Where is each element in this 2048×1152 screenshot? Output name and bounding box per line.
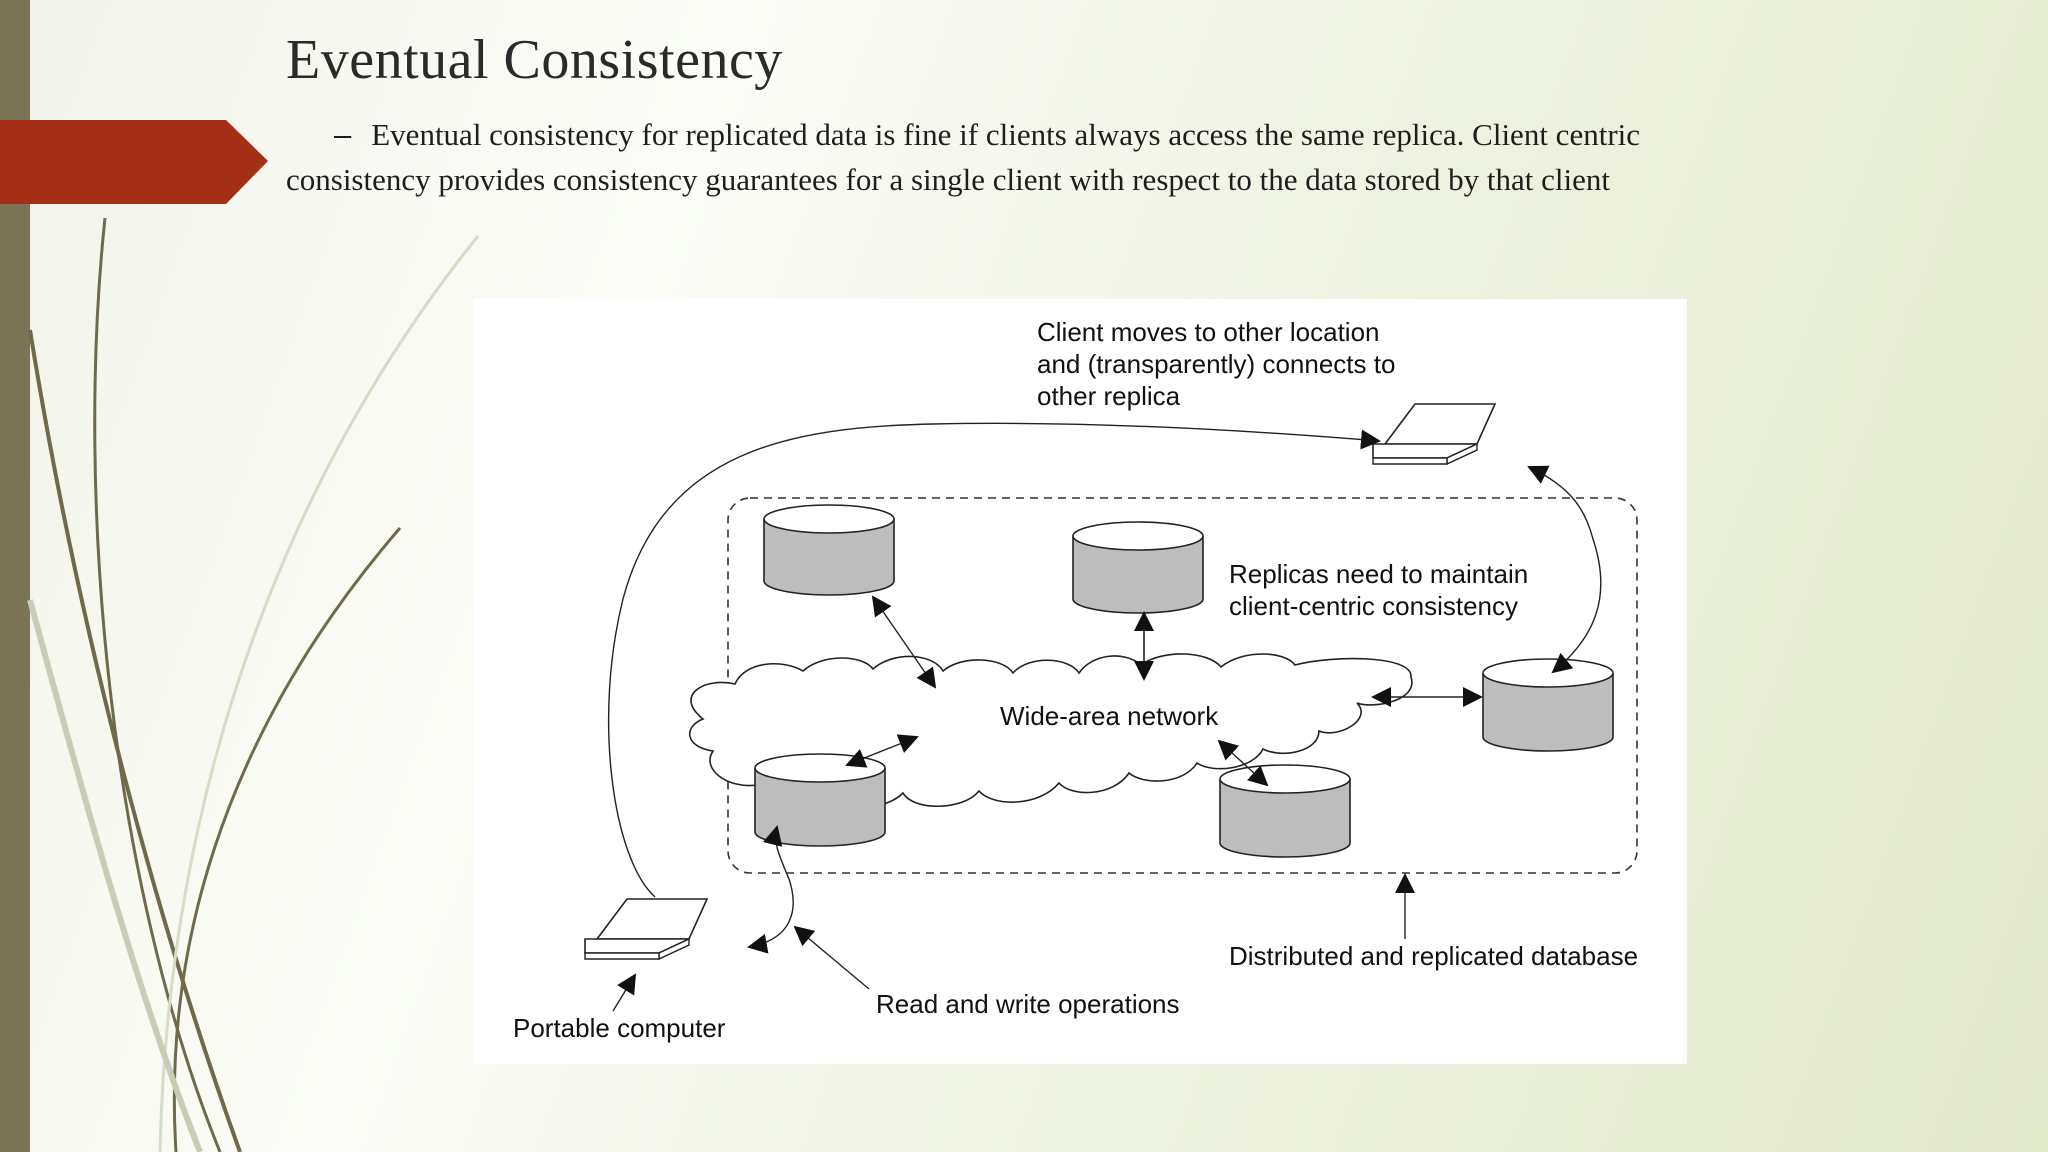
pointer-read-write <box>793 925 870 990</box>
slide-body: –Eventual consistency for replicated dat… <box>286 112 1786 202</box>
link-bottom-left <box>845 734 919 768</box>
laptop-replica-link <box>747 825 794 954</box>
label-database: Distributed and replicated database <box>1229 941 1639 971</box>
swoosh-line-1 <box>28 329 242 1152</box>
swoosh-line-3 <box>172 527 402 1152</box>
accent-ribbon <box>0 120 268 204</box>
diagram-graphics <box>584 403 1638 1012</box>
body-text: Eventual consistency for replicated data… <box>286 117 1641 197</box>
laptop-icon-bottom <box>584 898 709 961</box>
link-top-left <box>871 595 937 689</box>
laptop-icon-top <box>1372 403 1497 466</box>
label-replicas-2: client-centric consistency <box>1229 591 1518 621</box>
consistency-diagram: Client moves to other location and (tran… <box>473 299 1687 1064</box>
slide-title: Eventual Consistency <box>286 29 783 91</box>
label-client-moves-3: other replica <box>1037 381 1181 411</box>
label-portable: Portable computer <box>513 1013 726 1043</box>
label-read-write: Read and write operations <box>876 989 1180 1019</box>
replica-bottom-center <box>1219 764 1351 858</box>
bullet-marker: – <box>334 117 352 152</box>
replica-bottom-left <box>754 753 886 847</box>
replica-top-center <box>1072 521 1204 614</box>
swoosh-line-5 <box>27 599 203 1152</box>
replica-right <box>1482 658 1614 752</box>
swoosh-line-4 <box>158 235 480 1152</box>
replica-laptop-link <box>1527 465 1602 674</box>
pointer-portable <box>612 973 637 1012</box>
label-client-moves-2: and (transparently) connects to <box>1037 349 1396 379</box>
client-move-arrow <box>607 422 1381 898</box>
label-replicas-1: Replicas need to maintain <box>1229 559 1529 589</box>
label-network: Wide-area network <box>1000 701 1219 731</box>
swoosh-line-2 <box>93 217 222 1152</box>
replica-top-left <box>763 504 895 596</box>
label-client-moves-1: Client moves to other location <box>1037 317 1380 347</box>
link-bottom-center <box>1217 739 1269 787</box>
